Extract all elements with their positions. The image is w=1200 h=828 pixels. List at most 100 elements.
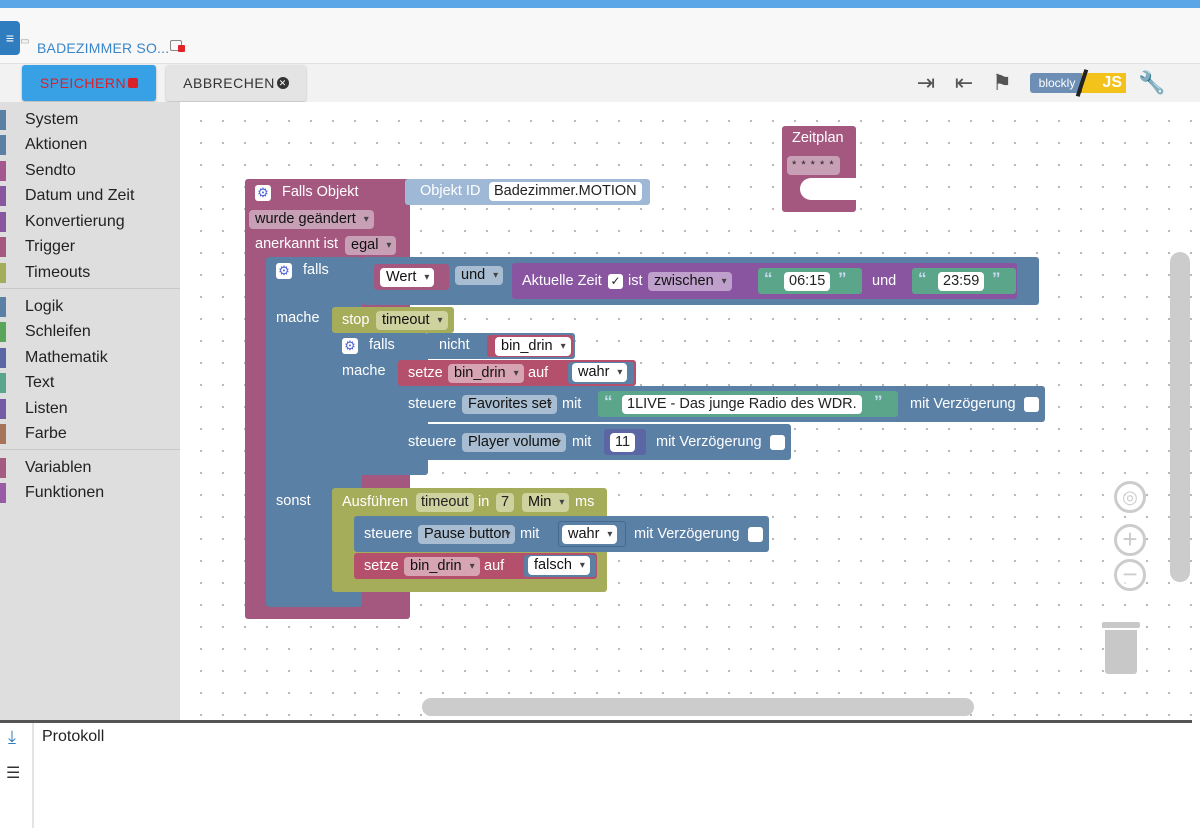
gear-icon[interactable]: ⚙ (255, 185, 271, 201)
category-aktionen[interactable]: Aktionen (0, 133, 180, 157)
number-field[interactable]: 11 (610, 433, 636, 452)
tab-script[interactable]: ▭ BADEZIMMER SO... (20, 16, 195, 70)
ack-dropdown[interactable]: egal (345, 236, 397, 255)
mit-label: mit (562, 396, 582, 412)
zoom-out-icon[interactable]: − (1114, 559, 1146, 591)
time-start-field[interactable]: 06:15 (784, 272, 831, 291)
log-divider[interactable] (0, 720, 1192, 723)
timeout-value-field[interactable]: 7 (496, 493, 515, 512)
top-accent-bar (0, 0, 1200, 8)
delay-checkbox[interactable] (748, 527, 763, 542)
set-bin-drin-wahr-block[interactable]: setze bin_drin auf wahr (398, 360, 636, 386)
number-block[interactable]: 11 (604, 429, 646, 455)
target-field[interactable]: Pause button (418, 525, 516, 544)
gear-icon[interactable]: ⚙ (342, 338, 358, 354)
bool-dropdown[interactable]: wahr (572, 363, 628, 382)
set-bin-drin-falsch-block[interactable]: setze bin_drin auf falsch (354, 553, 597, 579)
horizontal-scrollbar[interactable] (422, 698, 974, 716)
time-end-field[interactable]: 23:59 (938, 272, 985, 291)
blockly-workspace[interactable]: Zeitplan * * * * * ⚙ Falls Objekt wurde … (180, 102, 1192, 720)
time-start-block[interactable]: “ 06:15 ” (758, 268, 862, 294)
trigger-event-dropdown[interactable]: wurde geändert (249, 210, 374, 229)
category-variablen[interactable]: Variablen (0, 456, 180, 480)
download-icon[interactable]: ⤓ (8, 727, 16, 747)
bin-drin-var-block[interactable]: bin_drin (487, 335, 573, 357)
category-color (0, 348, 6, 368)
category-color (0, 135, 6, 155)
wert-block[interactable]: Wert (374, 264, 449, 290)
category-funktionen[interactable]: Funktionen (0, 481, 180, 505)
steuere-label: steuere (364, 526, 413, 542)
target-field[interactable]: Player volume (462, 433, 566, 452)
category-konvertierung[interactable]: Konvertierung (0, 210, 180, 234)
ack-label: anerkannt ist (255, 236, 339, 252)
trash-icon[interactable] (1102, 622, 1140, 676)
list-icon[interactable]: ☰ (6, 765, 21, 782)
bool-dropdown[interactable]: wahr (562, 525, 618, 544)
aktuelle-zeit-block[interactable]: Aktuelle Zeit ✓ ist zwischen “ 06:15 ” u… (512, 263, 1017, 299)
time-end-block[interactable]: “ 23:59 ” (912, 268, 1016, 294)
mit-label: mit (520, 526, 540, 542)
nicht-block[interactable]: nicht bin_drin (425, 333, 575, 359)
category-logik[interactable]: Logik (0, 295, 180, 319)
category-text[interactable]: Text (0, 371, 180, 395)
object-id-field[interactable]: Badezimmer.MOTION (489, 182, 642, 201)
category-listen[interactable]: Listen (0, 397, 180, 421)
category-label: Sendto (25, 162, 76, 179)
category-system[interactable]: System (0, 108, 180, 132)
zoom-in-icon[interactable]: + (1114, 524, 1146, 556)
category-sendto[interactable]: Sendto (0, 159, 180, 183)
bool-block[interactable]: wahr (558, 521, 626, 547)
in-label: in (478, 494, 490, 510)
category-timeouts[interactable]: Timeouts (0, 261, 180, 285)
category-datum-und-zeit[interactable]: Datum und Zeit (0, 184, 180, 208)
category-mathematik[interactable]: Mathematik (0, 346, 180, 370)
save-button[interactable]: SPEICHERN (22, 65, 156, 101)
category-color (0, 424, 6, 444)
log-title: Protokoll (42, 728, 105, 745)
vertical-scrollbar[interactable] (1170, 252, 1190, 582)
text-block[interactable]: “ 1LIVE - Das junge Radio des WDR. ” (598, 391, 898, 417)
zeitplan-cron-field[interactable]: * * * * * (787, 156, 840, 175)
delay-label: mit Verzögerung (910, 396, 1016, 412)
wrench-icon[interactable]: 🔧 (1138, 70, 1166, 95)
import-icon[interactable]: ⇤ (954, 70, 974, 95)
bool-block[interactable]: wahr (568, 362, 634, 384)
gear-icon[interactable]: ⚙ (276, 263, 292, 279)
delay-checkbox[interactable] (770, 435, 785, 450)
stop-timeout-dropdown[interactable]: timeout (376, 311, 448, 330)
inner-falls-label: falls (369, 337, 395, 353)
target-field[interactable]: Favorites set (462, 395, 557, 414)
zwischen-dropdown[interactable]: zwischen (648, 272, 732, 291)
category-color (0, 263, 6, 283)
recenter-icon[interactable]: ◎ (1114, 481, 1146, 513)
checkbox-checked-icon[interactable]: ✓ (608, 274, 623, 289)
steuere-pause-block[interactable]: steuere Pause button mit wahr mit Verzög… (354, 516, 769, 552)
object-id-block[interactable]: Objekt ID Badezimmer.MOTION (405, 179, 650, 205)
category-farbe[interactable]: Farbe (0, 422, 180, 446)
steuere-volume-block[interactable]: steuere Player volume mit 11 mit Verzöge… (398, 424, 791, 460)
delay-checkbox[interactable] (1024, 397, 1039, 412)
cancel-button[interactable]: ABBRECHEN✕ (166, 65, 306, 101)
wert-dropdown[interactable]: Wert (380, 268, 435, 287)
steuere-favorites-block[interactable]: steuere Favorites set mit “ 1LIVE - Das … (398, 386, 1045, 422)
und-dropdown[interactable]: und (455, 266, 504, 285)
category-trigger[interactable]: Trigger (0, 235, 180, 259)
text-field[interactable]: 1LIVE - Das junge Radio des WDR. (622, 395, 862, 414)
export-icon[interactable]: ⇥ (916, 70, 936, 95)
checkered-flag-icon[interactable]: ⚑ (992, 70, 1012, 95)
bool-block[interactable]: falsch (524, 555, 596, 577)
timeout-name-field[interactable]: timeout (416, 493, 474, 512)
set-var-dropdown[interactable]: bin_drin (404, 557, 480, 576)
category-label: Funktionen (25, 484, 105, 501)
bool-dropdown[interactable]: falsch (528, 556, 590, 575)
category-schleifen[interactable]: Schleifen (0, 320, 180, 344)
tab-close-icon[interactable] (170, 40, 185, 52)
bin-drin-dropdown[interactable]: bin_drin (495, 337, 571, 356)
set-var-dropdown[interactable]: bin_drin (448, 364, 524, 383)
menu-icon[interactable]: ≡ (0, 21, 20, 55)
delay-label: mit Verzögerung (656, 434, 762, 450)
blockly-js-toggle[interactable]: blockly JS (1030, 69, 1126, 97)
stop-timeout-block[interactable]: stop timeout (332, 307, 454, 333)
timeout-unit-dropdown[interactable]: Min (522, 493, 570, 512)
